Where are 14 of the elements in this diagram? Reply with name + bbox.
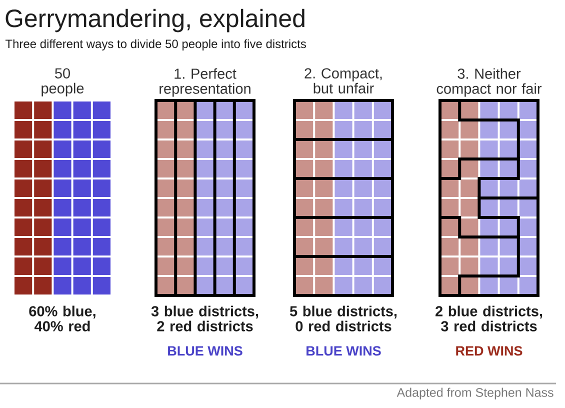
result-caption: 2 blue districts, 3 red districts bbox=[436, 306, 542, 332]
panel-heading: 50 people bbox=[42, 68, 84, 96]
result-caption: 3 blue districts, 2 red districts bbox=[151, 306, 258, 332]
result-caption: 5 blue districts, 0 red districts bbox=[290, 306, 396, 332]
result-caption: 60% blue, 40% red bbox=[29, 306, 96, 332]
panel-heading: 2. Compact, but unfair bbox=[304, 68, 382, 94]
title: Gerrymandering, explained bbox=[6, 8, 304, 32]
winner-label: BLUE WINS bbox=[306, 346, 381, 356]
panel-heading: 1. Perfect representation bbox=[160, 68, 250, 97]
panel-heading: 3. Neither compact nor fair bbox=[436, 68, 542, 97]
winner-label: RED WINS bbox=[456, 346, 522, 356]
winner-label: BLUE WINS bbox=[168, 346, 242, 356]
subtitle: Three different ways to divide 50 people into five districts bbox=[5, 39, 306, 50]
source-credit: Adapted from Stephen Nass bbox=[396, 388, 554, 400]
